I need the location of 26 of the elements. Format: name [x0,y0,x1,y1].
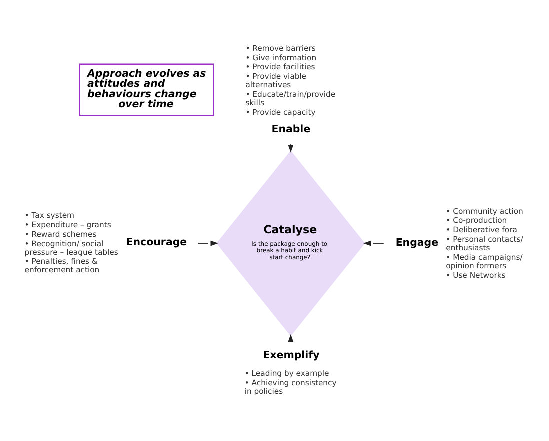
node-label: • Provide viable alternatives [246,72,307,90]
node-label: • Tax system [24,211,75,220]
node-text: Exemplify [263,350,320,362]
node-label: • Recognition/ social pressure – league tables [24,239,118,257]
node-text: Encourage [126,237,188,248]
node-label: • Penalties, fines & enforcement action [24,257,100,275]
node-label: • Use Networks [446,270,506,280]
node-label: • Media campaigns/ opinion formers [446,252,523,270]
node-label: • Give information [246,53,317,62]
node-label: • Achieving consistency in policies [244,378,337,396]
node-label: • Co-production [446,216,508,226]
node-label: • Remove barriers [246,44,316,53]
node-box: Approach evolves as attitudes and behaviours change over time [79,64,214,116]
node-label: • Community action [446,206,524,216]
node-label: • Provide facilities [246,62,316,72]
node-text: Engage [396,238,439,249]
node-label: • Leading by example [244,368,330,378]
node-text: Enable [272,124,311,136]
node-label: • Provide capacity [246,108,316,117]
arrow [363,240,384,246]
node-label: • Personal contacts/ enthusiasts [446,234,524,253]
node-label: • Educate/train/provide skills [246,90,336,108]
node-label: • Reward schemes [24,230,97,239]
node-label: • Expenditure – grants [24,220,112,230]
arrow [198,240,218,246]
node-label: • Deliberative fora [446,226,518,235]
